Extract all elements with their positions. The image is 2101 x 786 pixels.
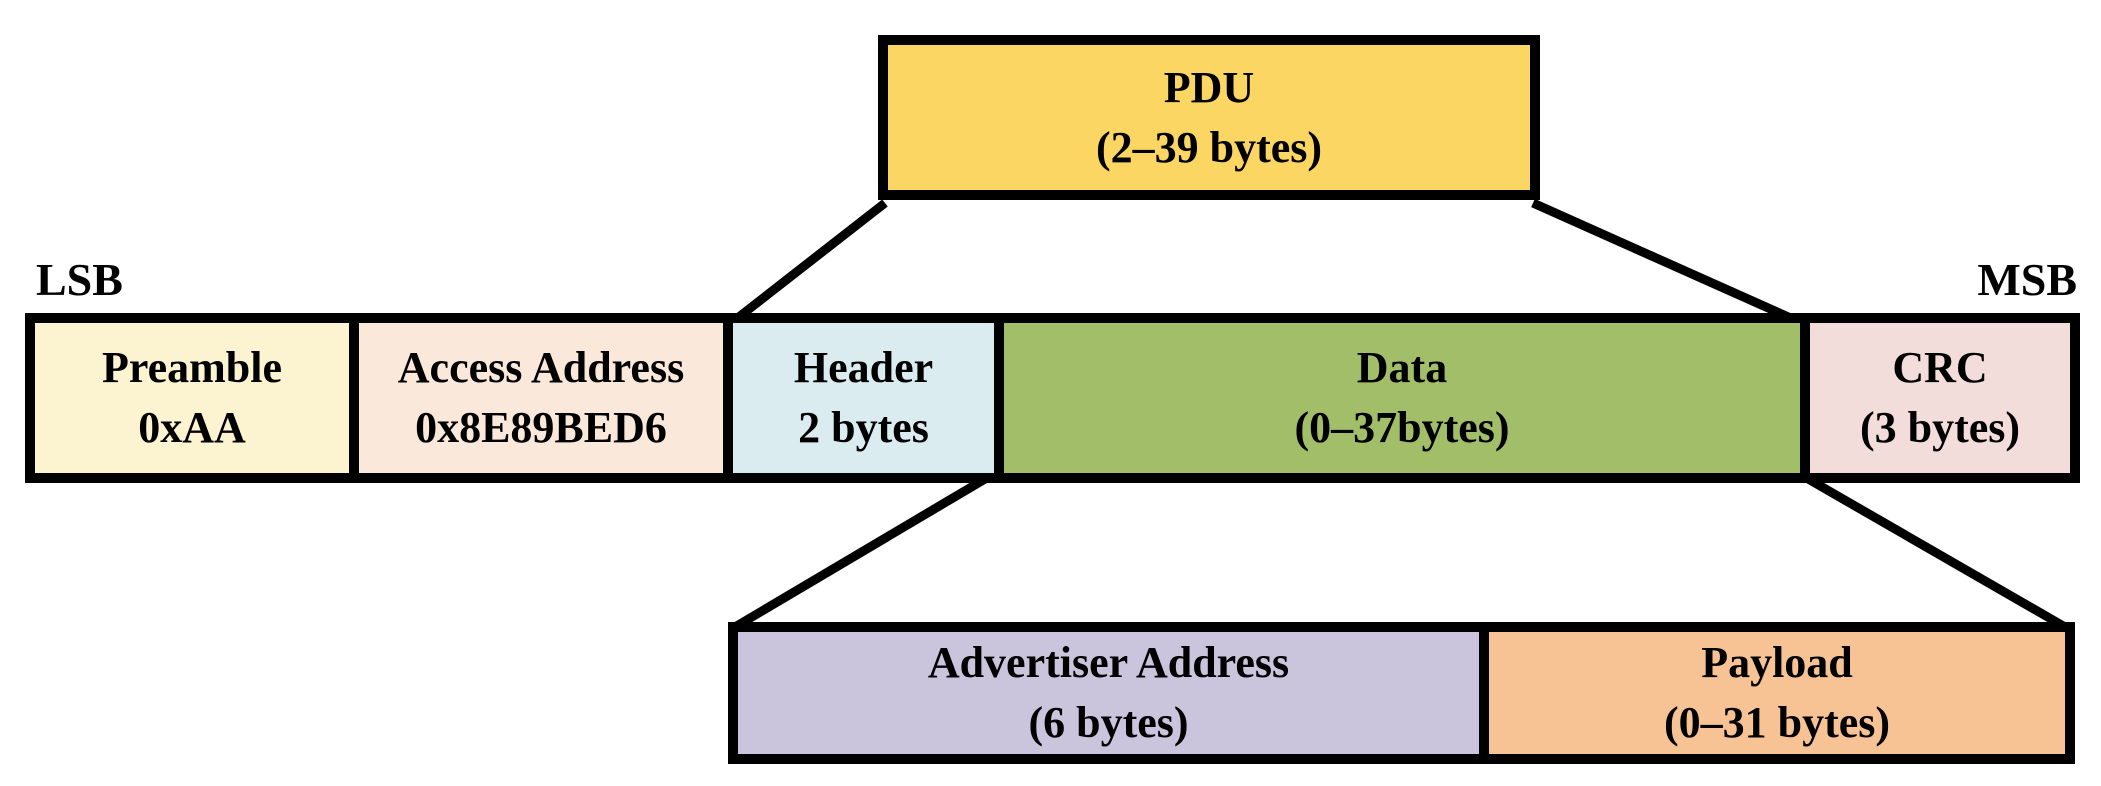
preamble-label: Preamble <box>101 343 283 392</box>
payload-box: Payload (0–31 bytes) <box>1489 632 2065 754</box>
data-box: Data (0–37bytes) <box>1004 323 1800 473</box>
data-to-advertiser-connector-line <box>732 472 993 631</box>
advertiser-address-box: Advertiser Address (6 bytes) <box>738 632 1479 754</box>
advertiser-address-size: (6 bytes) <box>1028 698 1189 747</box>
packet-fields-row: Preamble 0xAA Access Address 0x8E89BED6 … <box>25 313 2080 483</box>
crc-box: CRC (3 bytes) <box>1810 323 2070 473</box>
lsb-label: LSB <box>36 254 123 305</box>
access-address-box: Access Address 0x8E89BED6 <box>359 323 723 473</box>
crc-label: CRC <box>1892 343 1988 392</box>
preamble-value: 0xAA <box>138 403 246 452</box>
preamble-box: Preamble 0xAA <box>35 323 349 473</box>
msb-label: MSB <box>1977 254 2077 305</box>
advertiser-address-label: Advertiser Address <box>927 638 1290 687</box>
crc-size: (3 bytes) <box>1859 403 2021 452</box>
header-box: Header 2 bytes <box>733 323 994 473</box>
data-size: (0–37bytes) <box>1294 403 1510 452</box>
pdu-size: (2–39 bytes) <box>1095 122 1323 172</box>
payload-size: (0–31 bytes) <box>1663 698 1891 747</box>
data-to-payload-end-connector-line <box>1800 472 2068 631</box>
pdu-label: PDU <box>1163 62 1255 112</box>
pdu-payload-row: Advertiser Address (6 bytes) Payload (0–… <box>728 622 2075 764</box>
header-label: Header <box>793 343 934 392</box>
pdu-to-header-connector-line <box>732 199 888 324</box>
payload-label: Payload <box>1701 638 1853 687</box>
data-label: Data <box>1356 343 1448 392</box>
access-address-label: Access Address <box>397 343 685 392</box>
access-address-value: 0x8E89BED6 <box>415 403 667 452</box>
pdu-to-data-end-connector-line <box>1531 198 1797 325</box>
pdu-box: PDU (2–39 bytes) <box>878 35 1540 200</box>
header-size: 2 bytes <box>798 403 929 452</box>
